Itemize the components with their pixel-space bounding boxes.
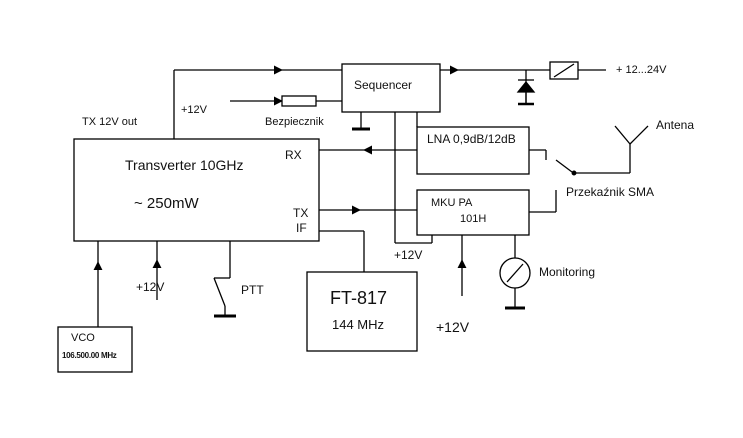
supply-input-label: + 12...24V <box>616 64 667 76</box>
if-port-label: IF <box>296 221 307 235</box>
transverter-power: ~ 250mW <box>134 195 199 212</box>
sequencer-label: Sequencer <box>354 78 413 92</box>
relay-label: Przekaźnik SMA <box>566 185 655 199</box>
ft817-label: FT-817 <box>330 288 388 308</box>
ptt-label: PTT <box>241 283 264 297</box>
v12-pa-input-label: +12V <box>436 319 470 335</box>
transverter-title: Transverter 10GHz <box>125 157 244 173</box>
sequencer-box <box>341 63 441 113</box>
rx-port-label: RX <box>285 148 302 162</box>
fuse-icon <box>281 95 317 107</box>
diode-icon <box>516 79 536 106</box>
v12-sequencer-label: +12V <box>181 104 207 116</box>
ft817-band: 144 MHz <box>332 317 385 332</box>
fuse-label: Bezpiecznik <box>265 116 324 128</box>
vco-box <box>57 326 133 373</box>
pa-label: MKU PA <box>431 197 473 209</box>
tx-12v-out-label: TX 12V out <box>82 116 138 128</box>
vco-frequency: 106.500.00 MHz <box>62 351 117 360</box>
pa-model: 101H <box>460 213 487 225</box>
monitoring-label: Monitoring <box>539 265 596 279</box>
lna-label: LNA 0,9dB/12dB <box>427 132 516 146</box>
antenna-label: Antena <box>656 118 695 132</box>
ft817-box <box>306 271 418 352</box>
v12-pa-supply-label: +12V <box>394 248 423 262</box>
v12-transverter-label: +12V <box>136 280 165 294</box>
vco-label: VCO <box>71 332 95 344</box>
transverter-box <box>73 138 320 242</box>
tx-port-label: TX <box>293 206 309 220</box>
